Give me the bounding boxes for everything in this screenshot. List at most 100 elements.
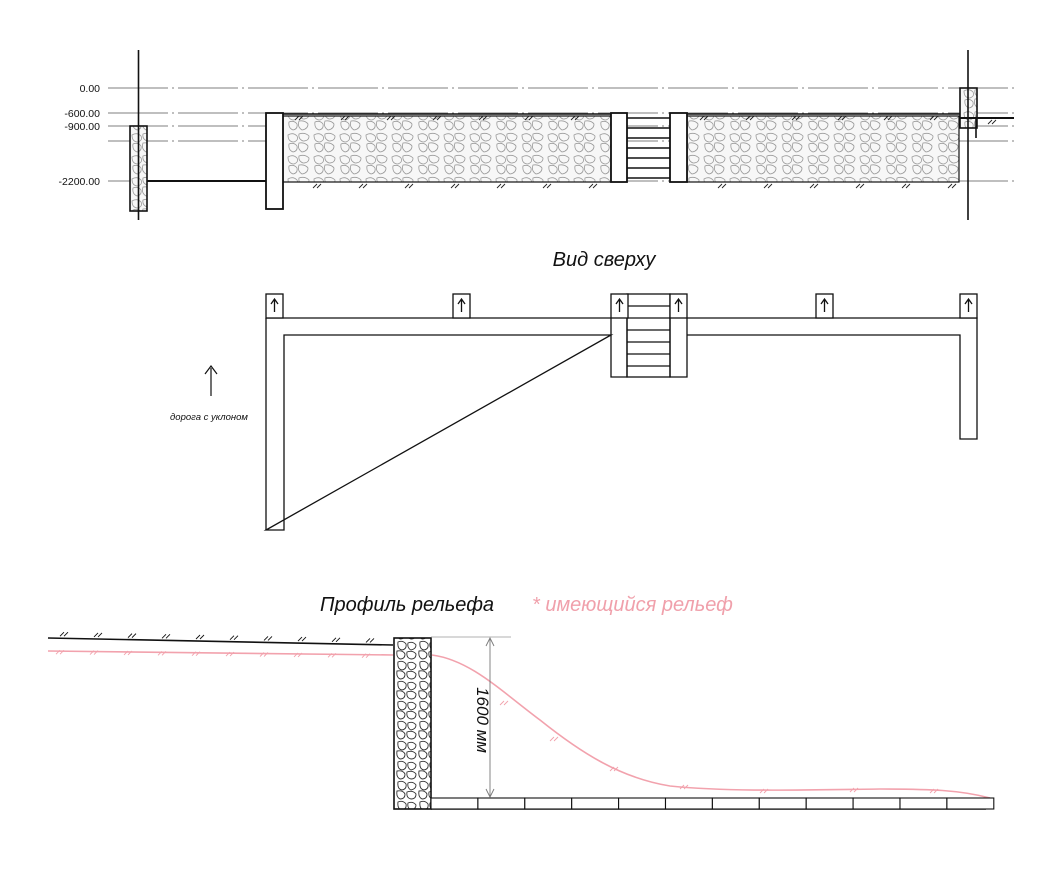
hatch-tick bbox=[699, 115, 709, 121]
hatch-tick bbox=[293, 652, 303, 658]
level-label-2200: -2200.00 bbox=[59, 176, 101, 188]
hatch-tick bbox=[883, 115, 893, 121]
paving-slab bbox=[524, 797, 573, 810]
hatch-tick bbox=[229, 635, 239, 641]
left-post bbox=[129, 50, 148, 220]
plan-stairs bbox=[626, 293, 671, 378]
paving-slab bbox=[477, 797, 526, 810]
hatch-tick bbox=[263, 636, 273, 641]
hatch-tick bbox=[679, 784, 689, 790]
hatch-tick bbox=[161, 633, 171, 639]
up-arrow-icon bbox=[964, 297, 973, 312]
hatch-tick bbox=[225, 651, 235, 657]
hatch-tick bbox=[549, 736, 559, 742]
up-arrow-icon bbox=[457, 297, 466, 312]
height-label: 1600 мм bbox=[473, 687, 492, 753]
hatch-tick bbox=[386, 115, 396, 121]
profile-view: 1600 мм bbox=[47, 631, 995, 810]
level-label-0: 0.00 bbox=[80, 83, 101, 95]
hatch-tick bbox=[524, 115, 534, 121]
plan-view bbox=[263, 293, 978, 531]
hatch-tick bbox=[763, 183, 773, 189]
paving-slabs bbox=[430, 797, 995, 810]
hatch-tick bbox=[759, 788, 769, 794]
plan-wall-outline bbox=[263, 317, 978, 531]
up-arrow-icon bbox=[674, 297, 683, 312]
profile-rubble-wall bbox=[393, 637, 432, 810]
ground-hatch-icon bbox=[55, 631, 939, 794]
section-stairs bbox=[627, 117, 670, 179]
hatch-tick bbox=[89, 650, 99, 655]
hatch-tick bbox=[365, 638, 375, 643]
hatch-tick bbox=[404, 183, 414, 189]
plan-posts bbox=[265, 293, 978, 319]
hatch-tick bbox=[929, 788, 939, 794]
hatch-tick bbox=[450, 183, 460, 189]
paving-slab bbox=[899, 797, 948, 810]
hatch-tick bbox=[745, 115, 755, 121]
slope-indicator: дорога с уклоном bbox=[170, 365, 248, 423]
hatch-tick bbox=[55, 649, 65, 655]
hatch-tick bbox=[327, 652, 337, 658]
hatch-tick bbox=[432, 115, 442, 121]
hatch-tick bbox=[312, 183, 322, 189]
hatch-tick bbox=[331, 637, 341, 643]
hatch-tick bbox=[542, 183, 552, 189]
hatch-tick bbox=[340, 115, 350, 121]
hatch-tick bbox=[191, 651, 201, 657]
height-dimension: 1600 мм bbox=[431, 636, 511, 799]
paving-slab bbox=[852, 797, 901, 810]
profile-legend: * имеющийся рельеф bbox=[532, 594, 733, 616]
hatch-tick bbox=[849, 787, 859, 793]
ground-hatch-icon bbox=[294, 115, 997, 189]
new-ground-line bbox=[47, 637, 394, 646]
hatch-tick bbox=[570, 115, 580, 121]
existing-relief-line bbox=[47, 650, 991, 799]
plan-title: Вид сверху bbox=[553, 249, 657, 271]
hatch-tick bbox=[157, 651, 167, 656]
hatch-tick bbox=[809, 183, 819, 189]
level-label-900: -900.00 bbox=[64, 121, 100, 133]
up-arrow-icon bbox=[270, 297, 279, 312]
wall-end-left bbox=[265, 112, 284, 210]
stair-wall-right bbox=[669, 112, 688, 183]
hatch-tick bbox=[294, 115, 304, 121]
hatch-tick bbox=[791, 115, 801, 121]
hatch-tick bbox=[837, 115, 847, 121]
hatch-tick bbox=[947, 183, 957, 189]
hatch-tick bbox=[499, 700, 509, 706]
hatch-tick bbox=[855, 183, 865, 189]
hatch-tick bbox=[123, 650, 133, 656]
level-label-600: -600.00 bbox=[64, 108, 100, 120]
hatch-tick bbox=[901, 183, 911, 189]
profile-title: Профиль рельефа bbox=[320, 594, 494, 616]
paving-slab bbox=[430, 797, 479, 810]
up-arrow-icon bbox=[615, 297, 624, 312]
section-view: 0.00 -600.00 -900.00 -2200.00 bbox=[59, 50, 1014, 220]
hatch-tick bbox=[59, 631, 69, 637]
right-post bbox=[959, 50, 1014, 220]
slope-note: дорога с уклоном bbox=[170, 412, 248, 423]
paving-slab bbox=[618, 797, 667, 810]
hatch-tick bbox=[361, 653, 371, 659]
stair-wall-left bbox=[610, 112, 628, 183]
paving-slab bbox=[711, 797, 760, 810]
hatch-tick bbox=[929, 115, 939, 121]
paving-slab bbox=[946, 797, 995, 810]
retaining-wall-section bbox=[265, 112, 960, 210]
hatch-tick bbox=[496, 183, 506, 189]
paving-slab bbox=[805, 797, 854, 810]
hatch-tick bbox=[609, 766, 619, 772]
paving-slab bbox=[664, 797, 713, 810]
hatch-tick bbox=[259, 652, 269, 657]
hatch-tick bbox=[127, 633, 137, 638]
paving-slab bbox=[758, 797, 807, 810]
hatch-tick bbox=[195, 634, 205, 640]
hatch-tick bbox=[717, 183, 727, 189]
hatch-tick bbox=[93, 632, 103, 638]
hatch-tick bbox=[358, 183, 368, 189]
hatch-tick bbox=[297, 636, 307, 642]
up-arrow-icon bbox=[820, 297, 829, 312]
hatch-tick bbox=[588, 183, 598, 189]
